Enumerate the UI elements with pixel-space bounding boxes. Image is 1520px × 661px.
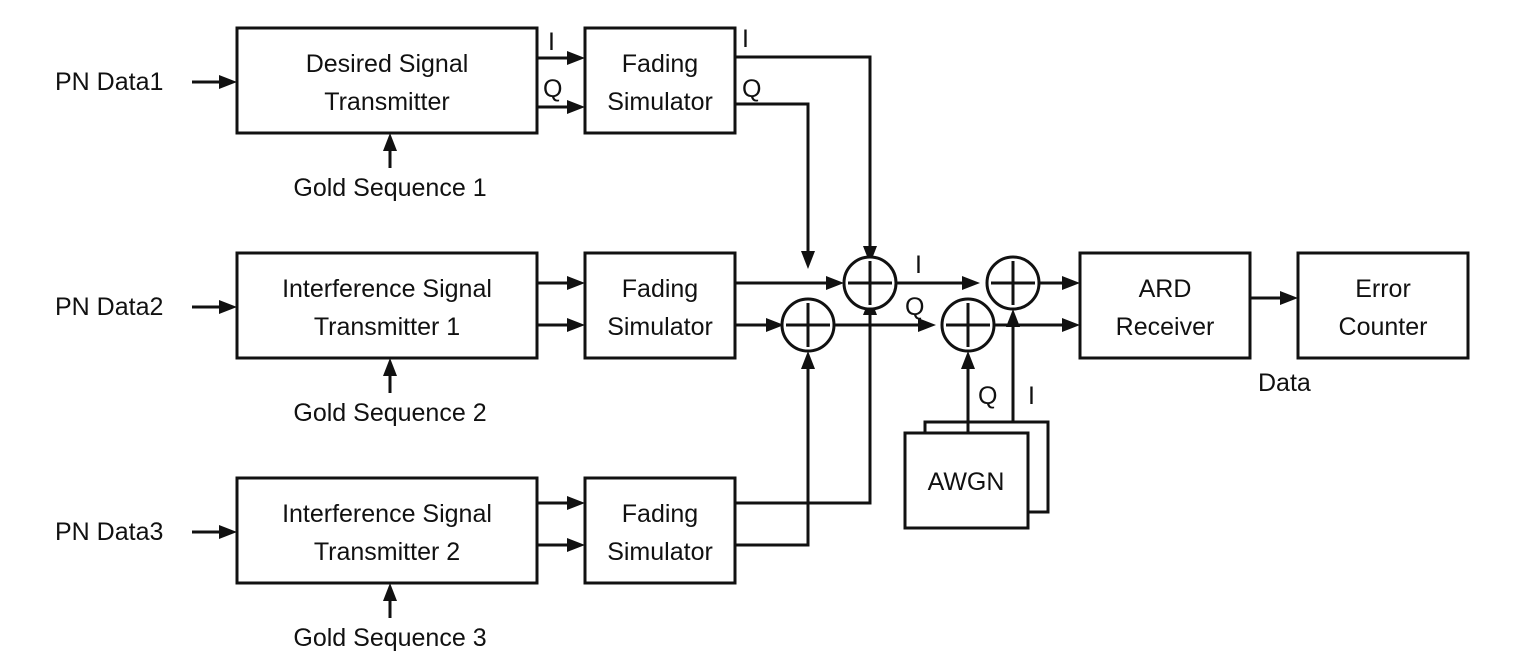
ard-line2: Receiver: [1116, 313, 1215, 341]
i-summer: [842, 255, 898, 311]
fading-simulator-3-block: Fading Simulator: [583, 476, 737, 585]
interf-tx1-line2: Transmitter 1: [314, 313, 460, 341]
interference-signal-transmitter-1-block: Interference Signal Transmitter 1: [235, 251, 539, 360]
pn-data3-label: PN Data3: [55, 518, 163, 546]
awgn-label: AWGN: [928, 468, 1005, 496]
gold-sequence-1-label: Gold Sequence 1: [293, 174, 486, 202]
q-noise-summer: [940, 297, 996, 353]
data-label: Data: [1258, 369, 1311, 397]
pn-data1-label: PN Data1: [55, 68, 163, 96]
fading3-line2: Simulator: [607, 538, 713, 566]
interf-tx1-line1: Interference Signal: [282, 275, 492, 303]
pn-data3-arrowhead: [219, 525, 237, 539]
gold-seq3-arrowhead: [383, 583, 397, 601]
fading3-line1: Fading: [622, 500, 698, 528]
fading1-i-label: I: [742, 25, 749, 53]
awgn-block: AWGN: [903, 420, 1050, 530]
fading1-line1: Fading: [622, 50, 698, 78]
gold-seq1-arrowhead: [383, 133, 397, 151]
desired-tx-line2: Transmitter: [324, 88, 449, 116]
interf-tx2-line1: Interference Signal: [282, 500, 492, 528]
gold-seq2-arrowhead: [383, 358, 397, 376]
fading-simulator-1-block: Fading Simulator: [583, 26, 737, 135]
i-noise-summer: [985, 255, 1041, 311]
gold-sequence-3-label: Gold Sequence 3: [293, 624, 486, 652]
ard-receiver-block: ARD Receiver: [1078, 251, 1252, 360]
pn-data1-arrowhead: [219, 75, 237, 89]
fading1-q-label: Q: [742, 75, 761, 103]
desired-tx-line1: Desired Signal: [306, 50, 469, 78]
error-counter-block: Error Counter: [1296, 251, 1470, 360]
tx1-i-label: I: [548, 28, 555, 56]
desired-signal-transmitter-block: Desired Signal Transmitter: [235, 26, 539, 135]
fading2-line2: Simulator: [607, 313, 713, 341]
interf-tx2-line2: Transmitter 2: [314, 538, 460, 566]
awgn-q-label: Q: [978, 382, 997, 410]
awgn-i-label: I: [1028, 382, 1035, 410]
fading-simulator-2-block: Fading Simulator: [583, 251, 737, 360]
q-summer: [780, 297, 836, 353]
interference-signal-transmitter-2-block: Interference Signal Transmitter 2: [235, 476, 539, 585]
pn-data2-label: PN Data2: [55, 293, 163, 321]
pn-data2-arrowhead: [219, 300, 237, 314]
error-counter-line2: Counter: [1339, 313, 1428, 341]
fading2-line1: Fading: [622, 275, 698, 303]
sum-i-label: I: [915, 251, 922, 279]
tx1-q-label: Q: [543, 75, 562, 103]
sum-q-label: Q: [905, 293, 924, 321]
fading1-line2: Simulator: [607, 88, 713, 116]
ard-line1: ARD: [1139, 275, 1192, 303]
error-counter-line1: Error: [1355, 275, 1411, 303]
gold-sequence-2-label: Gold Sequence 2: [293, 399, 486, 427]
